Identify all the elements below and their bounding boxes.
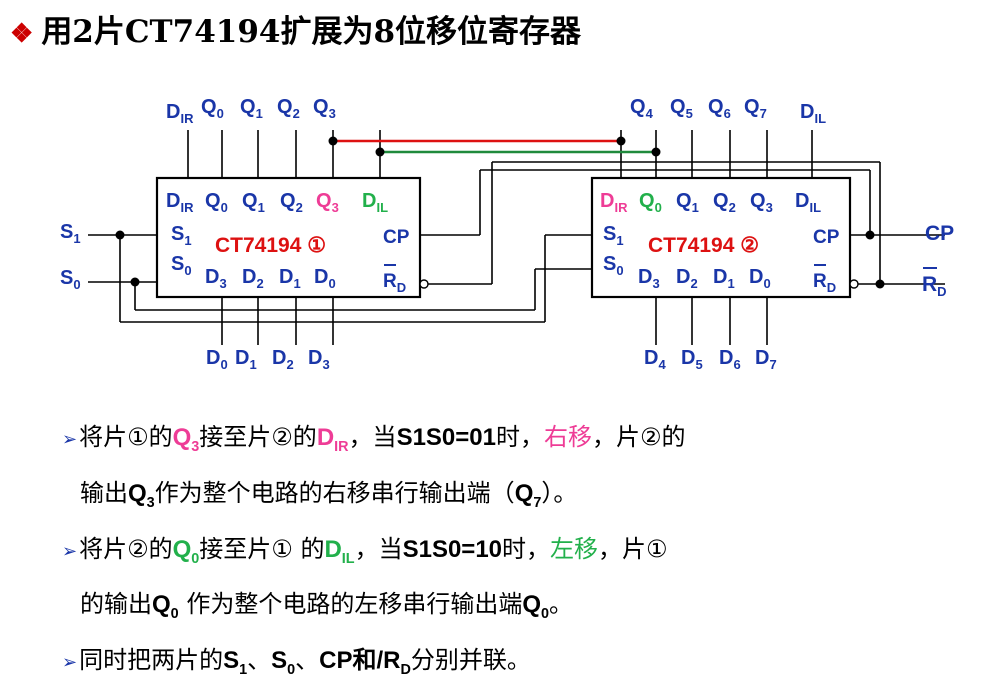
note-1: ➢将片①的Q3接至片②的DIR，当S1S0=01时，右移，片②的 输出Q3作为整… — [62, 423, 686, 511]
svg-text:DIL: DIL — [362, 190, 388, 215]
arrow-bullet-icon: ➢ — [62, 429, 78, 450]
svg-text:D2: D2 — [676, 266, 698, 291]
page-title: ❖用2片CT74194扩展为8位移位寄存器 — [10, 6, 581, 51]
svg-text:RD: RD — [813, 271, 836, 295]
svg-text:DIR: DIR — [600, 190, 628, 215]
svg-text:CP: CP — [925, 222, 954, 245]
svg-text:S1: S1 — [603, 223, 624, 248]
svg-text:D0: D0 — [749, 266, 771, 291]
svg-text:D6: D6 — [719, 347, 741, 372]
svg-text:D0: D0 — [314, 266, 336, 291]
svg-text:Q1: Q1 — [242, 190, 265, 215]
svg-text:D1: D1 — [279, 266, 301, 291]
svg-text:DIL: DIL — [800, 101, 826, 126]
svg-text:D5: D5 — [681, 347, 703, 372]
chip2-box — [590, 176, 852, 299]
svg-text:CP: CP — [813, 227, 840, 248]
svg-text:Q0: Q0 — [639, 190, 662, 215]
svg-text:D1: D1 — [713, 266, 735, 291]
svg-text:Q1: Q1 — [676, 190, 699, 215]
chip1-name: CT74194 ① — [215, 234, 326, 257]
svg-text:Q2: Q2 — [713, 190, 736, 215]
svg-text:DIL: DIL — [795, 190, 821, 215]
svg-text:Q3: Q3 — [750, 190, 773, 215]
svg-text:CP: CP — [383, 227, 410, 248]
svg-text:Q0: Q0 — [205, 190, 228, 215]
svg-text:S1: S1 — [60, 221, 81, 246]
svg-text:S1: S1 — [171, 223, 192, 248]
diamond-bullet-icon: ❖ — [10, 19, 34, 49]
svg-text:D3: D3 — [308, 347, 330, 372]
svg-text:D0: D0 — [206, 347, 228, 372]
svg-text:Q4: Q4 — [630, 96, 654, 121]
svg-text:D2: D2 — [272, 347, 294, 372]
chip1-box — [155, 176, 422, 299]
notes: ➢将片①的Q3接至片②的DIR，当S1S0=01时，右移，片②的 输出Q3作为整… — [62, 414, 982, 693]
svg-text:D1: D1 — [235, 347, 257, 372]
svg-text:D7: D7 — [755, 347, 777, 372]
svg-text:D4: D4 — [644, 347, 666, 372]
svg-text:Q5: Q5 — [670, 96, 693, 121]
note-3: ➢同时把两片的S1、S0、CP和/RD分别并联。 — [62, 646, 531, 678]
title-text: 用2片CT74194扩展为8位移位寄存器 — [41, 14, 582, 50]
svg-text:Q3: Q3 — [316, 190, 339, 215]
chip2-name: CT74194 ② — [648, 234, 759, 257]
svg-text:S0: S0 — [603, 253, 624, 278]
svg-text:DIR: DIR — [166, 101, 194, 126]
svg-text:Q6: Q6 — [708, 96, 731, 121]
svg-text:Q3: Q3 — [313, 96, 336, 121]
svg-text:S0: S0 — [171, 253, 192, 278]
svg-text:D2: D2 — [242, 266, 264, 291]
circuit-diagram: DIR Q0 Q1 Q2 Q3 Q4 Q5 Q6 Q7 DIL D0 D1 D2… — [60, 96, 954, 372]
svg-text:Q1: Q1 — [240, 96, 263, 121]
note-2: ➢将片②的Q0接至片① 的DIL，当S1S0=10时，左移，片① 的输出Q0 作… — [62, 534, 668, 623]
svg-text:S0: S0 — [60, 267, 81, 292]
svg-text:Q0: Q0 — [201, 96, 224, 121]
arrow-bullet-icon: ➢ — [62, 652, 78, 674]
svg-text:RD: RD — [922, 273, 947, 299]
svg-text:RD: RD — [383, 271, 406, 295]
svg-text:Q2: Q2 — [280, 190, 303, 215]
svg-text:Q7: Q7 — [744, 96, 767, 121]
svg-text:D3: D3 — [205, 266, 227, 291]
arrow-bullet-icon: ➢ — [62, 540, 78, 562]
svg-text:D3: D3 — [638, 266, 660, 291]
svg-text:DIR: DIR — [166, 190, 194, 215]
svg-text:Q2: Q2 — [277, 96, 300, 121]
